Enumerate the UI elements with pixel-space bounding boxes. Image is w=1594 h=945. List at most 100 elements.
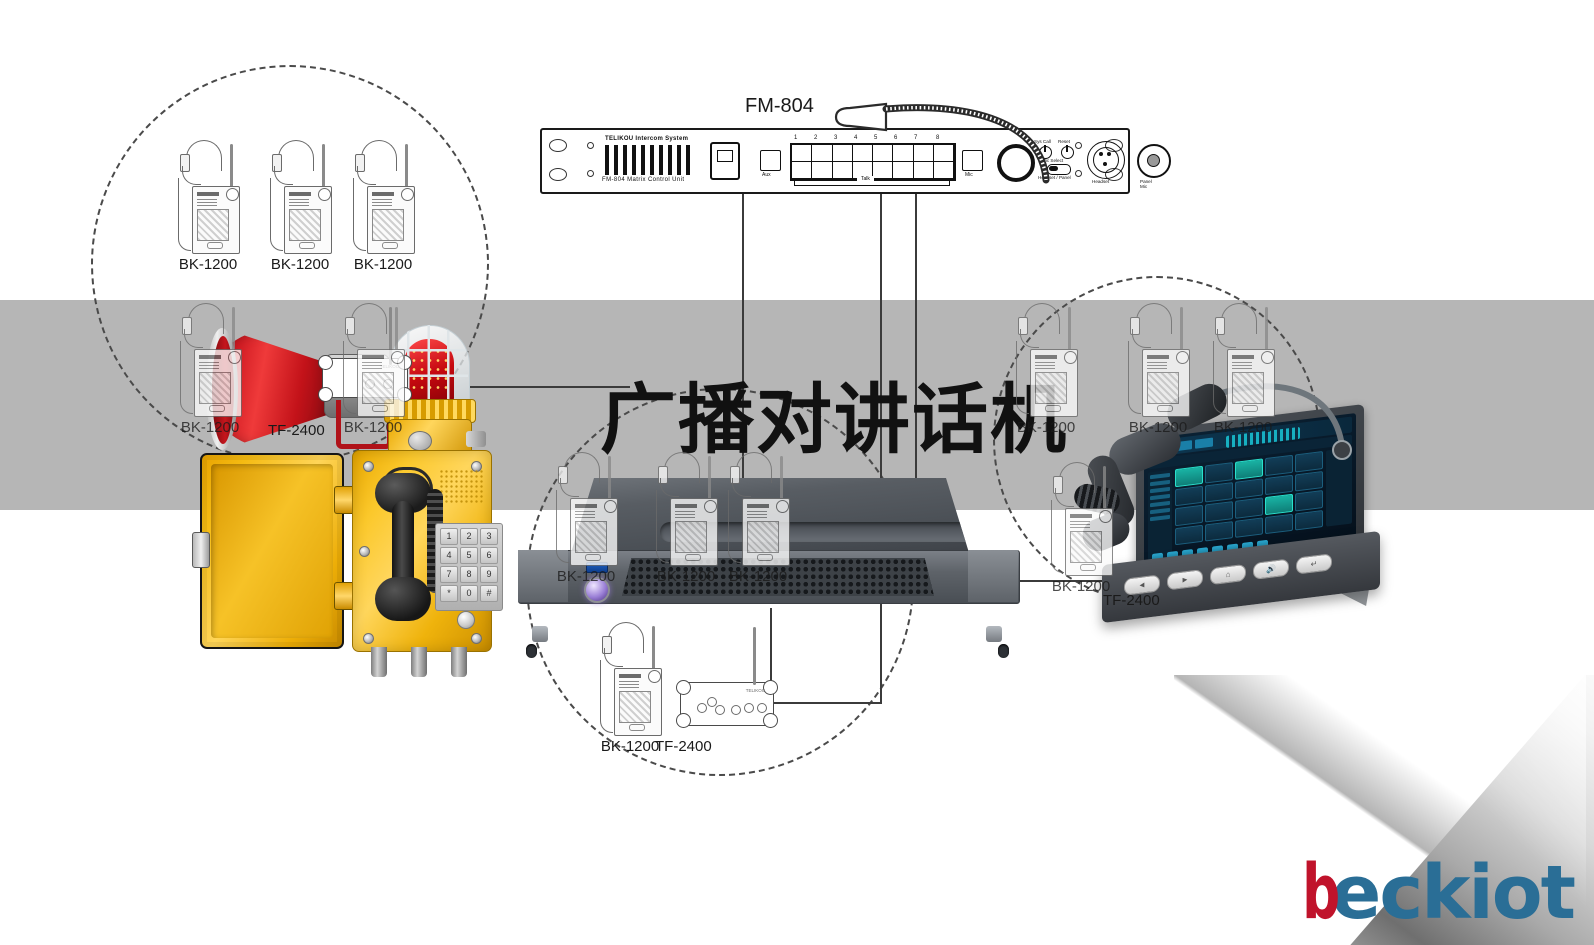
station-button[interactable] [1265, 513, 1293, 535]
fm804-panel-mic-jack[interactable] [1137, 144, 1171, 178]
fm804-syscall-label: Sys Call [1034, 139, 1051, 144]
fm804-talk-label: Talk [857, 176, 874, 182]
keypad-key[interactable]: 5 [460, 547, 478, 564]
fm804-channel-number: 3 [834, 135, 838, 141]
fm804-brand-text: TELIKOU Intercom System [605, 136, 689, 142]
beltpack-antenna [608, 456, 611, 502]
fm804-reset-knob[interactable] [1061, 145, 1074, 159]
station-button[interactable] [1235, 497, 1263, 519]
fm804-channel-number: 6 [894, 135, 898, 141]
tf2400-port [715, 705, 725, 715]
talk-button[interactable] [852, 145, 873, 162]
station-button[interactable] [1295, 490, 1323, 511]
keypad-key[interactable]: 0 [460, 585, 478, 602]
talk-button[interactable] [832, 162, 853, 179]
brand-logo: b eckiot [1287, 854, 1576, 930]
beltpack-bk1200: BK-1200 [1043, 462, 1117, 595]
beltpack-body [670, 498, 718, 566]
fm804-headset-jack[interactable] [1087, 141, 1125, 179]
keypad-key[interactable]: # [480, 585, 498, 602]
keypad-key[interactable]: * [440, 585, 458, 602]
fm804-screw [587, 170, 594, 177]
beltpack-antenna [1068, 307, 1071, 353]
fm804-aux-button[interactable] [760, 150, 781, 171]
beltpack-bk1200: BK-1200 [1120, 303, 1194, 436]
talk-button[interactable] [913, 162, 934, 179]
beltpack-body [194, 349, 242, 417]
station-button[interactable] [1205, 481, 1233, 503]
keypad-key[interactable]: 3 [480, 528, 498, 545]
beltpack-antenna [230, 144, 233, 190]
fm804-mic-button[interactable] [962, 150, 983, 171]
fm804-screw [1075, 142, 1082, 149]
beltpack-volume-knob [228, 351, 241, 364]
headset-cord [270, 178, 283, 251]
talk-button[interactable] [873, 145, 894, 162]
talk-button[interactable] [792, 162, 813, 179]
talk-button[interactable] [893, 145, 914, 162]
keypad-key[interactable]: 7 [440, 566, 458, 583]
fm804-volume-dial[interactable] [997, 144, 1035, 182]
telephone-latch[interactable] [192, 532, 210, 568]
fm804-panel-mic-label: Panel Mic [1140, 179, 1152, 189]
station-button[interactable] [1235, 477, 1263, 499]
beltpack-label: BK-1200 [1051, 578, 1111, 595]
talk-button[interactable] [792, 145, 813, 162]
telephone-door[interactable] [200, 453, 344, 649]
headset-boom-mic [347, 329, 366, 348]
keypad-key[interactable]: 1 [440, 528, 458, 545]
station-button[interactable] [1205, 501, 1233, 523]
wire-fm804-to-server [880, 190, 882, 702]
beltpack-label: BK-1200 [180, 419, 240, 436]
telephone-cable-gland [451, 647, 467, 677]
fm804-left-ear [542, 130, 572, 188]
headset-boom-mic [660, 478, 679, 497]
industrial-telephone[interactable]: 1 2 3 4 5 6 7 8 9 * 0 # [192, 450, 503, 677]
beltpack-antenna [405, 144, 408, 190]
talk-button[interactable] [812, 145, 833, 162]
beltpack-bk1200: BK-1200 [1205, 303, 1279, 436]
beltpack-antenna [395, 307, 398, 353]
tf2400-port [731, 705, 741, 715]
fm804-headset-jack-label: Headset [1092, 179, 1110, 184]
telephone-keypad[interactable]: 1 2 3 4 5 6 7 8 9 * 0 # [435, 523, 503, 611]
talk-button[interactable] [812, 162, 833, 179]
keypad-key[interactable]: 6 [480, 547, 498, 564]
station-button[interactable] [1265, 474, 1293, 496]
beltpack-body [742, 498, 790, 566]
station-button[interactable] [1295, 470, 1323, 492]
beltpack-label: BK-1200 [178, 256, 238, 273]
keypad-key[interactable]: 9 [480, 566, 498, 583]
fm804-channel-number: 7 [914, 135, 918, 141]
beltpack-label: BK-1200 [1128, 419, 1188, 436]
beltpack-antenna [1265, 307, 1268, 353]
beltpack-antenna [652, 626, 655, 672]
fm804-channel-number: 1 [794, 135, 798, 141]
headset-cord [180, 341, 193, 414]
keypad-key[interactable]: 8 [460, 566, 478, 583]
headset-boom-mic [1020, 329, 1039, 348]
keypad-key[interactable]: 2 [460, 528, 478, 545]
talk-button[interactable] [933, 145, 954, 162]
tf2400-label: TF-2400 [1103, 592, 1160, 609]
station-button[interactable] [1205, 520, 1233, 542]
headset-cord [600, 660, 613, 733]
telephone-handset[interactable] [375, 473, 431, 621]
talk-button[interactable] [913, 145, 934, 162]
tf2400-port [757, 703, 767, 713]
talk-button[interactable] [873, 162, 894, 179]
server-power-button[interactable] [584, 577, 610, 603]
talk-button[interactable] [893, 162, 914, 179]
fm804-screw [1075, 170, 1082, 177]
telephone-cable-gland [371, 647, 387, 677]
talk-button[interactable] [933, 162, 954, 179]
station-button[interactable] [1235, 516, 1263, 538]
beltpack-volume-knob [401, 188, 414, 201]
station-button[interactable] [1265, 493, 1293, 515]
tf2400-mount-hole [676, 680, 691, 695]
beltpack-bk1200: BK-1200 [170, 140, 244, 273]
beltpack-antenna [708, 456, 711, 502]
station-button[interactable] [1295, 509, 1323, 531]
talk-button[interactable] [832, 145, 853, 162]
keypad-key[interactable]: 4 [440, 547, 458, 564]
